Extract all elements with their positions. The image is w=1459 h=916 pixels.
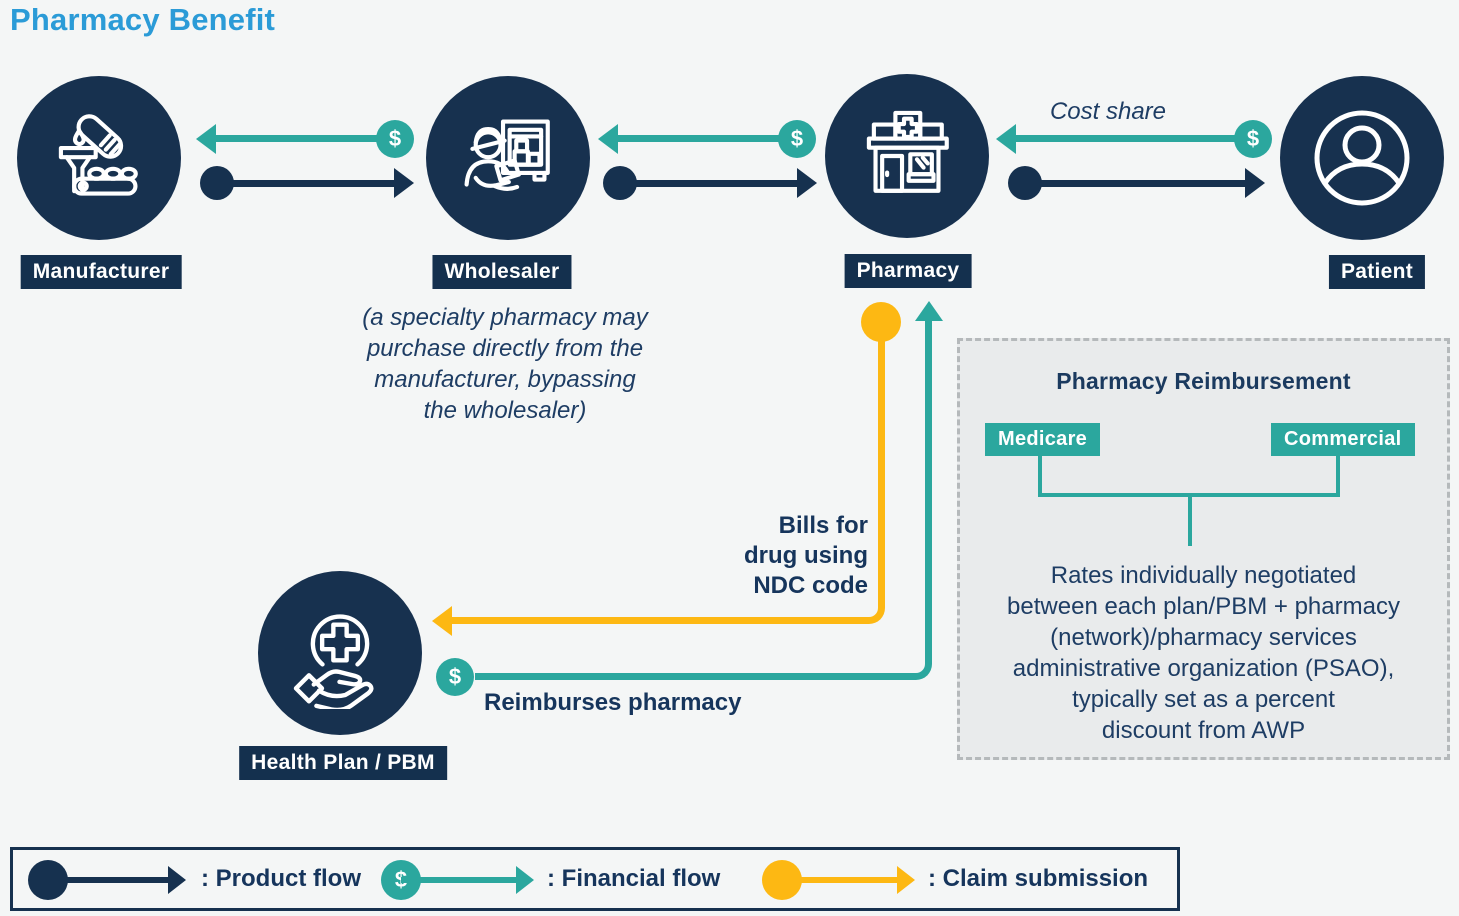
arrowhead-right-icon: [516, 866, 534, 894]
arrowhead-right-icon: [394, 168, 414, 198]
bills-ndc-label: Bills for drug using NDC code: [744, 512, 868, 599]
bracket-connector: [1038, 456, 1340, 497]
arrowhead-left-icon: [996, 124, 1016, 154]
arrowhead-left-icon: [598, 124, 618, 154]
dollar-badge-icon: $: [376, 120, 414, 158]
dollar-badge-icon: $: [436, 658, 474, 696]
arrowhead-right-icon: [168, 866, 186, 894]
commercial-tag: Commercial: [1271, 423, 1415, 456]
claim-submission-label: : Claim submission: [928, 865, 1149, 892]
health-plan-icon: [293, 614, 374, 709]
dollar-badge-icon: $: [1234, 120, 1272, 158]
arrowhead-left-icon: [196, 124, 216, 154]
arrowhead-right-icon: [897, 866, 915, 894]
pharmacy-icon: [866, 110, 949, 193]
wholesaler-icon: [464, 119, 550, 191]
cost-share-label: Cost share: [1049, 98, 1167, 125]
bracket-stem: [1188, 497, 1192, 546]
pharmacy-label: Pharmacy: [844, 254, 972, 288]
patient-label: Patient: [1328, 255, 1426, 289]
wholesaler-note: (a specialty pharmacy may purchase direc…: [362, 304, 648, 424]
manufacturer-label: Manufacturer: [20, 255, 182, 289]
wholesaler-node: [426, 76, 590, 240]
manufacturer-node: [17, 76, 181, 240]
dollar-badge-icon: $: [778, 120, 816, 158]
legend: : Product flow $ : Financial flow : Clai…: [10, 847, 1180, 911]
health-plan-node: [258, 571, 422, 735]
financial-flow-label: : Financial flow: [547, 865, 721, 892]
pharmacy-node: [825, 74, 989, 238]
panel-title: Pharmacy Reimbursement: [1056, 368, 1351, 394]
manufacturer-icon: [58, 114, 138, 196]
panel-body-text: Rates individually negotiated between ea…: [1007, 562, 1400, 744]
patient-node: [1280, 76, 1444, 240]
patient-icon: [1314, 110, 1410, 206]
wholesaler-label: Wholesaler: [432, 255, 572, 289]
reimburses-pharmacy-label: Reimburses pharmacy: [484, 689, 742, 716]
medicare-tag: Medicare: [985, 423, 1101, 456]
health-plan-label: Health Plan / PBM: [239, 746, 447, 780]
pharmacy-reimbursement-panel: Pharmacy Reimbursement Medicare Commerci…: [957, 338, 1450, 760]
arrowhead-left-icon: [432, 606, 452, 636]
arrowhead-right-icon: [797, 168, 817, 198]
product-flow-label: : Product flow: [201, 865, 361, 892]
arrowhead-up-icon: [915, 301, 943, 321]
arrowhead-right-icon: [1245, 168, 1265, 198]
page-title: Pharmacy Benefit: [10, 2, 276, 37]
